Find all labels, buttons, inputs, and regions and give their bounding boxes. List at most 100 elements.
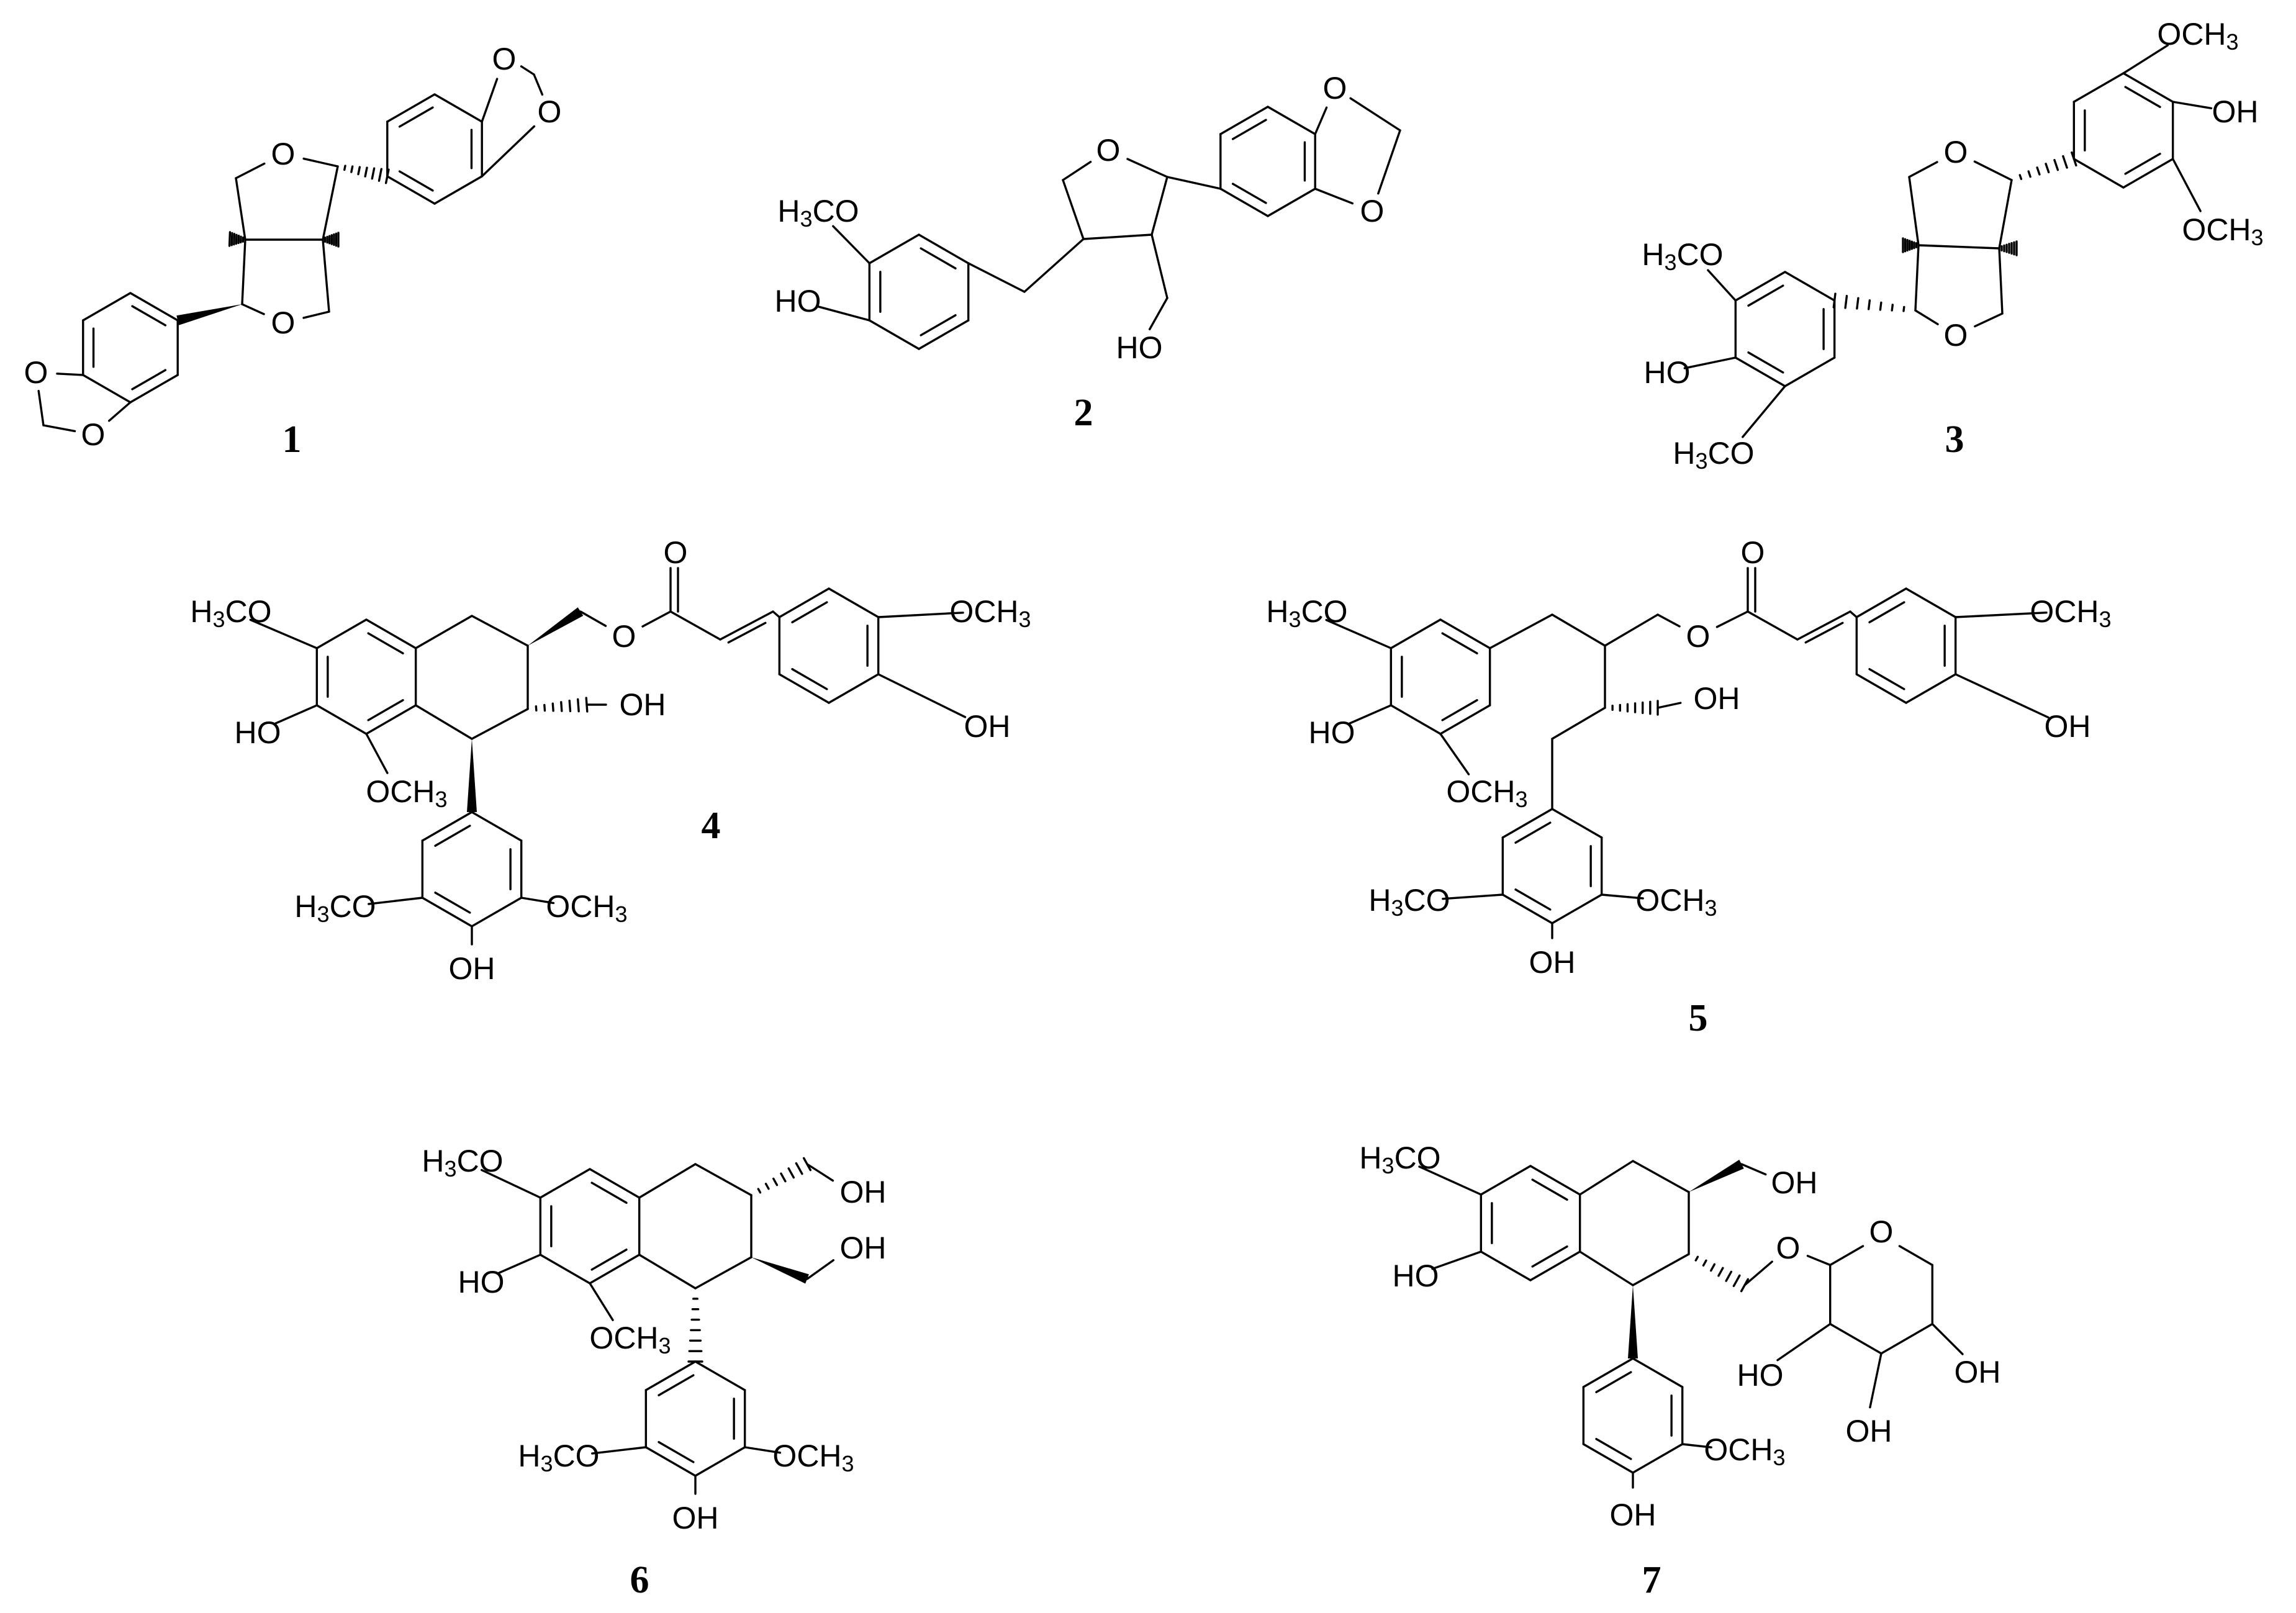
bond-line [806, 1163, 834, 1182]
hydroxyl-label: OH [1529, 945, 1576, 980]
methoxy-label: H3CO [1642, 237, 1723, 275]
bond-line [1656, 613, 1681, 628]
aromatic-double-bond [1231, 119, 1267, 140]
hydroxyl-label: HO [1393, 1258, 1439, 1293]
ring-oxygen: O [271, 305, 296, 340]
bond-line [368, 897, 424, 905]
bond-line [1908, 176, 1920, 246]
methoxy-label: OCH3 [546, 889, 627, 927]
aryl-ring-bond [1390, 618, 1442, 649]
hash-stroke [1832, 292, 1837, 309]
aryl-ring-bond [421, 811, 473, 842]
bond-line [641, 610, 672, 628]
bond-line [1632, 1160, 1690, 1193]
dioxole-oxygen: O [81, 417, 106, 452]
hydroxyl-label: OH [620, 687, 666, 722]
bond-line [694, 1256, 753, 1290]
ester-oxygen: O [612, 619, 636, 654]
glycosidic-oxygen: O [1776, 1231, 1801, 1265]
bond-line [2171, 158, 2202, 212]
bond-line [1150, 176, 1168, 236]
bond-line [719, 610, 774, 641]
hash-stroke [780, 1172, 787, 1183]
aromatic-double-bond [590, 1182, 628, 1204]
aromatic-double-bond [590, 1249, 628, 1271]
bond-line [1931, 1322, 1964, 1355]
methoxy-label: OCH3 [949, 594, 1031, 632]
aromatic-double-bond [1747, 351, 1784, 374]
bond-line [694, 1163, 753, 1196]
hashed-bond-aryl [2018, 151, 2077, 180]
aryl-ring-bond [386, 175, 436, 205]
aryl-ring-bond [1501, 808, 1553, 839]
hydroxyl-label: HO [235, 715, 281, 750]
aryl-ring-bond [1480, 1165, 1532, 1196]
aryl-ring-bond [1855, 587, 1907, 618]
bond-line [1908, 161, 1938, 178]
dioxole-oxygen: O [492, 42, 517, 76]
bond-line [1062, 160, 1092, 181]
methoxy-label: OCH3 [2030, 594, 2111, 632]
bond-line [1796, 610, 1851, 641]
bond-line [1740, 1163, 1767, 1176]
bond-line [817, 305, 871, 322]
hashed-bond [1902, 237, 1918, 253]
aryl-ring-bond [2122, 72, 2174, 103]
aromatic-double-bond [1595, 1371, 1632, 1393]
compound-number-3: 3 [1945, 418, 1964, 461]
bond-line [1150, 233, 1168, 299]
bond-line [1325, 618, 1393, 649]
aromatic-double-bond [367, 699, 404, 721]
aryl-ring-bond [918, 233, 970, 264]
hydroxyl-label: OH [1771, 1165, 1818, 1200]
bond-line [1377, 129, 1401, 195]
hash-stroke [1844, 294, 1848, 309]
methoxy-label: OCH3 [772, 1439, 854, 1476]
hash-stroke [1710, 1263, 1716, 1272]
aromatic-double-bond [791, 601, 828, 623]
bond-line [1869, 1352, 1882, 1409]
methoxy-label: H3CO [518, 1439, 599, 1476]
bond-line [107, 401, 132, 422]
bond-line [1600, 893, 1644, 900]
methoxy-label: H3CO [1266, 594, 1347, 632]
wedge-bond-aryl [176, 304, 242, 325]
bond-line [1431, 1250, 1483, 1270]
hash-stroke [795, 1162, 803, 1175]
bond-line [1806, 1255, 1832, 1267]
hash-stroke [1856, 297, 1860, 310]
methoxy-label: OCH3 [2157, 17, 2238, 55]
bond-line [1954, 673, 2050, 719]
hash-stroke [1702, 1259, 1707, 1267]
aryl-ring-bond [1855, 673, 1907, 704]
aryl-ring-bond [2122, 158, 2174, 189]
wedge-bond [751, 1257, 809, 1284]
aryl-ring-bond [1219, 188, 1269, 217]
methoxy-label: H3CO [777, 194, 859, 232]
bond-line [1880, 1322, 1933, 1355]
dioxole-oxygen: O [538, 94, 562, 129]
aryl-ring-bond [1390, 704, 1442, 735]
bond-line [249, 618, 319, 649]
hash-stroke [350, 165, 354, 173]
bond-line [496, 1254, 542, 1275]
methoxy-label: H3CO [294, 889, 376, 927]
hashed-bond [228, 231, 245, 247]
hash-stroke [2071, 151, 2077, 167]
wedge-bond [467, 739, 477, 812]
methoxy-label: OCH3 [366, 774, 447, 812]
hash-stroke [1725, 1270, 1733, 1282]
aryl-ring-bond [644, 1360, 697, 1391]
bond-line [1715, 610, 1749, 628]
bond-line [235, 162, 266, 179]
bond-line [235, 177, 246, 241]
aryl-ring-bond [1529, 1165, 1581, 1196]
aryl-ring-bond [778, 673, 830, 704]
compound-number-7: 7 [1642, 1559, 1661, 1601]
bond-line [241, 303, 265, 315]
hydroxyl-label: OH [1846, 1414, 1892, 1448]
wedge-bond [1628, 1285, 1638, 1358]
aromatic-double-bond [1441, 699, 1478, 721]
aromatic-double-bond [2124, 86, 2161, 108]
